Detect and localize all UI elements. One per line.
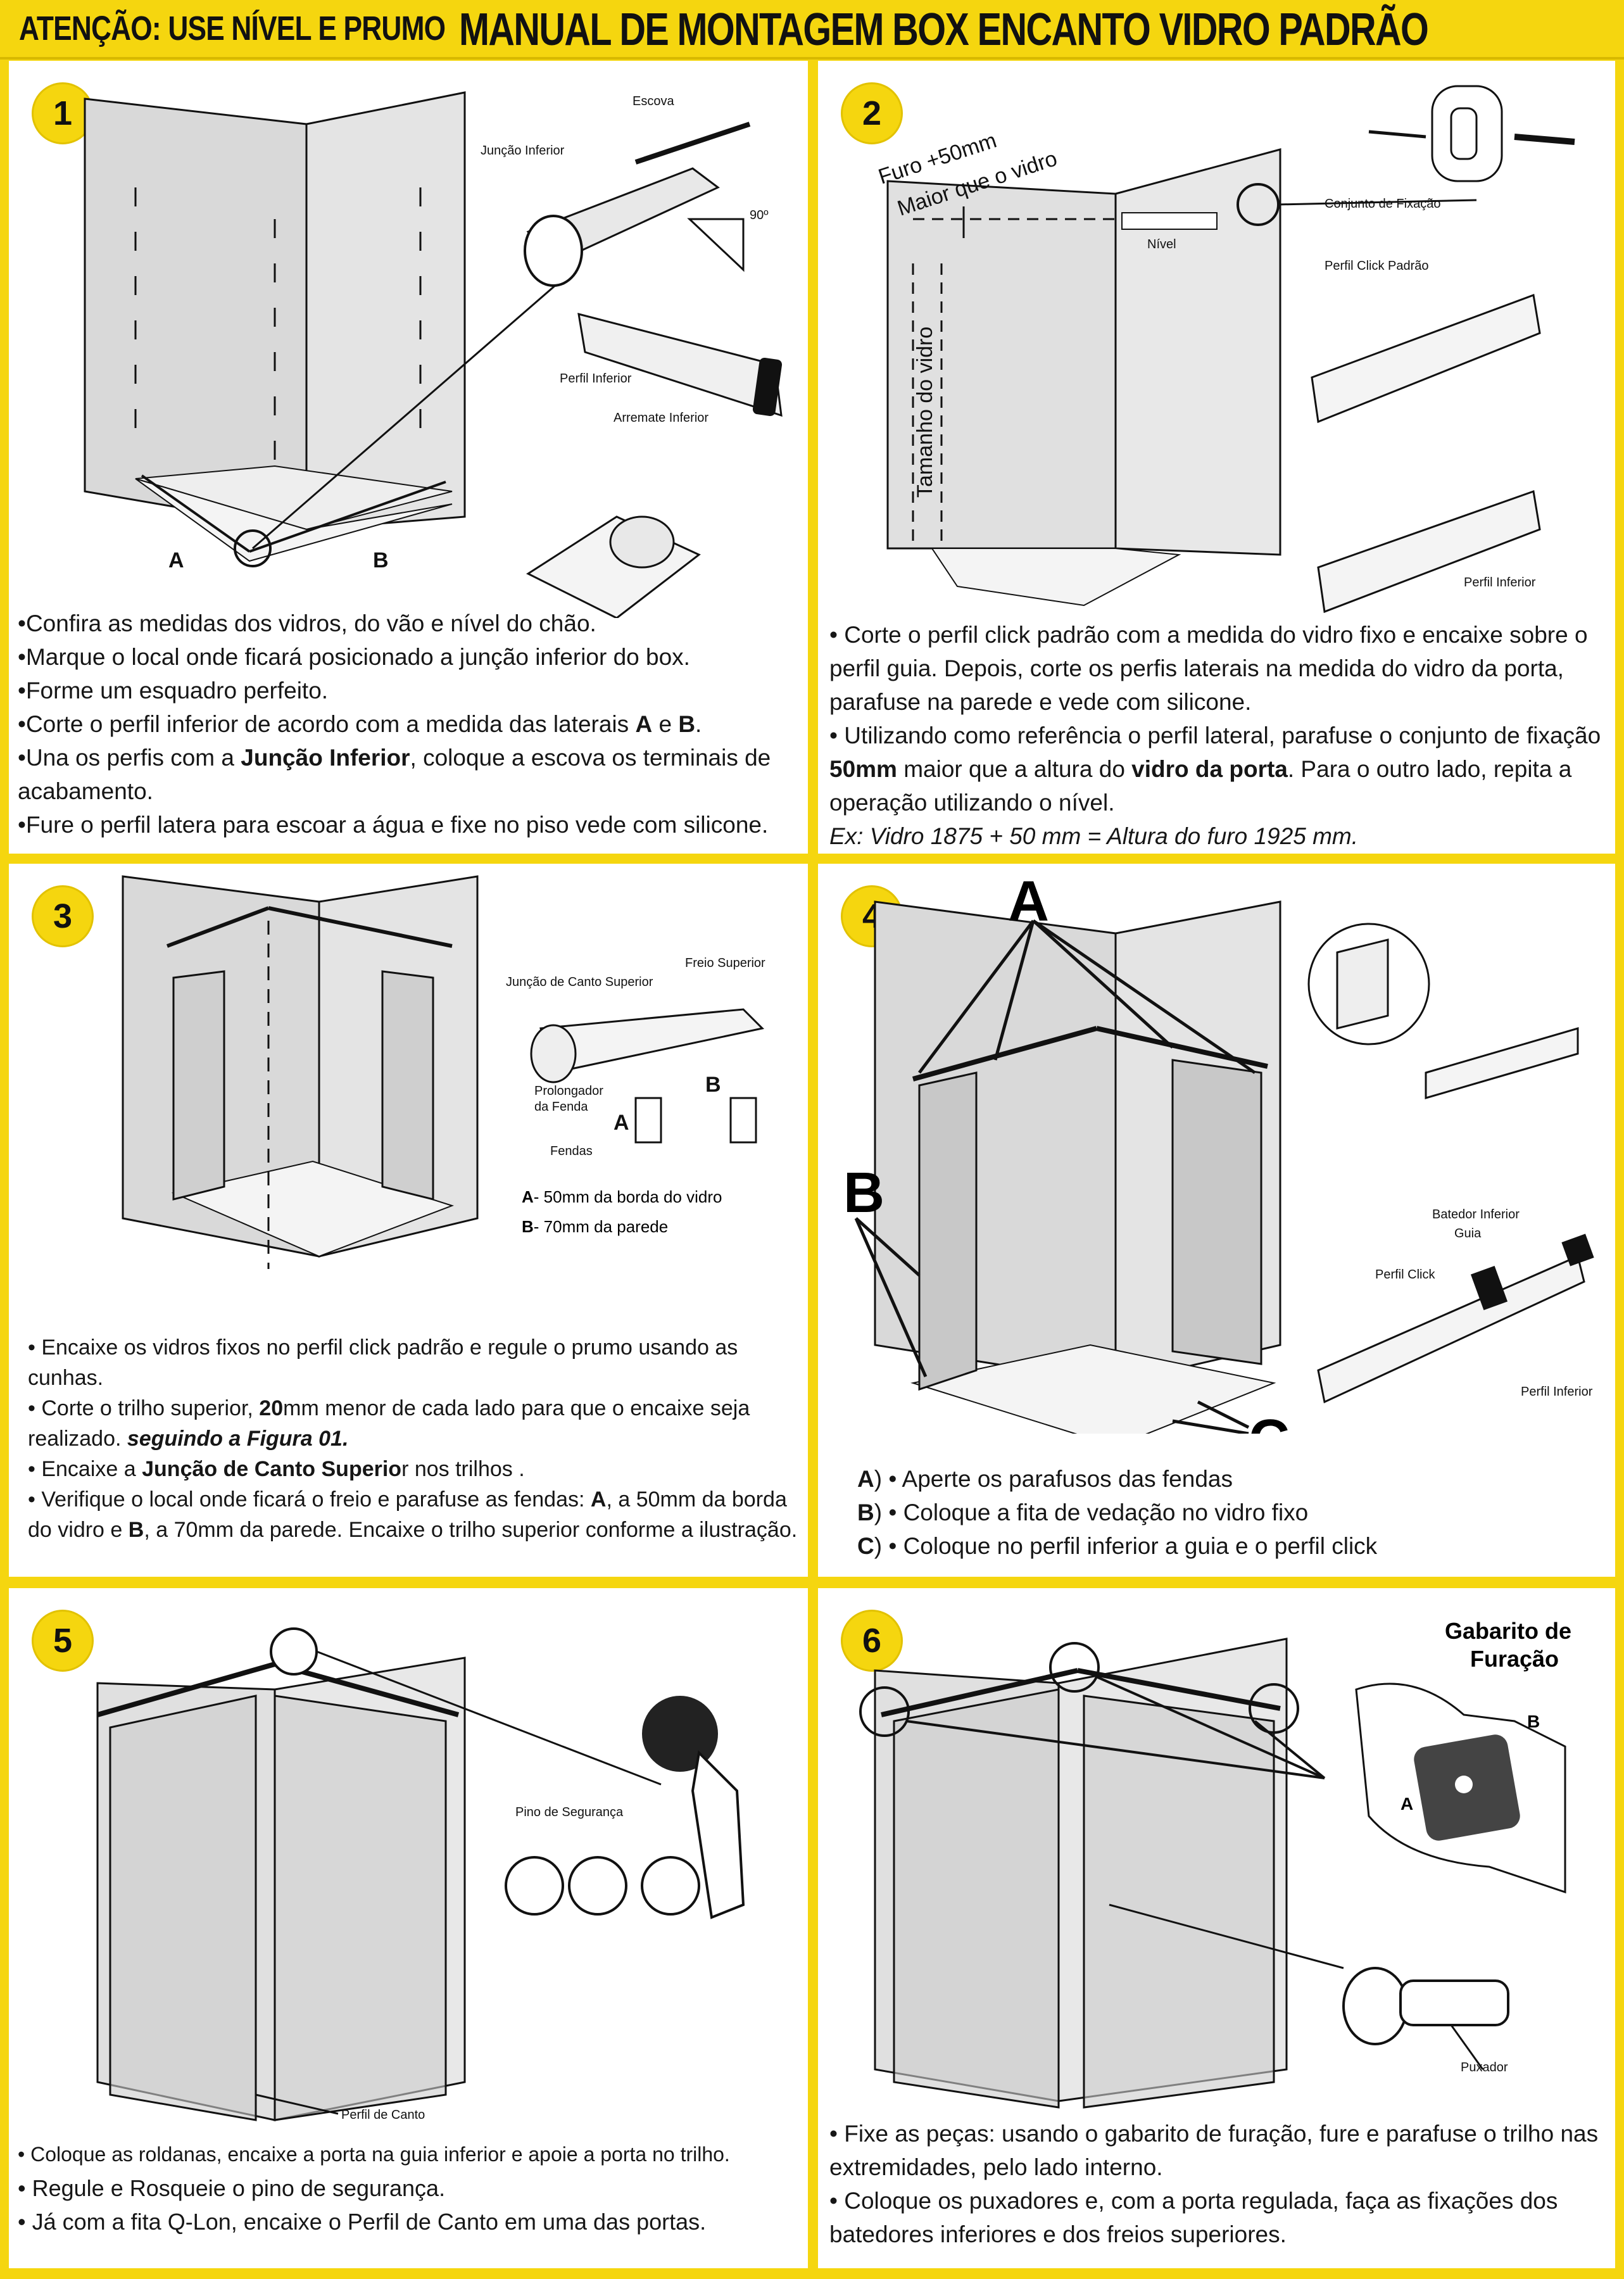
step-6-panel: 6 Gabarito de Furação A B Puxador • Fixe… — [818, 1588, 1615, 2268]
label-a: A — [1008, 870, 1049, 933]
fenda-a-note: A- 50mm da borda do vidro — [522, 1187, 722, 1206]
label-tamanho: Tamanho do vidro — [913, 327, 937, 498]
step-6-text: • Fixe as peças: usando o gabarito de fu… — [829, 2121, 1599, 2247]
label-perfil-inferior: Perfil Inferior — [1521, 1385, 1593, 1399]
step-5-illustration: Pino de Segurança Perfil de Canto — [96, 1627, 745, 2122]
step-1-text: •Confira as medidas dos vidros, do vão e… — [18, 610, 771, 838]
step-number-badge: 3 — [32, 885, 94, 947]
step-6-illustration: Gabarito de Furação A B Puxador — [859, 1618, 1571, 2109]
label-a: A — [1401, 1794, 1413, 1814]
header-bar: ATENÇÃO: USE NÍVEL E PRUMO MANUAL DE MON… — [0, 0, 1624, 60]
step-4-text: A) • Aperte os parafusos das fendas B) •… — [857, 1466, 1378, 1559]
label-perfil-canto: Perfil de Canto — [341, 2108, 425, 2122]
label-click-padrao: Perfil Click Padrão — [1325, 259, 1429, 273]
step-number-badge: 2 — [841, 82, 903, 144]
label-gabarito-2: Furação — [1470, 1646, 1559, 1672]
step-5-panel: 5 Pino de Segurança Perfil de Canto • Co… — [9, 1588, 808, 2268]
label-perfil-inferior: Perfil Inferior — [1464, 576, 1536, 590]
label-prolongador-2: da Fenda — [534, 1100, 588, 1114]
step-4-panel: 4 A B C Batedor Inferior Guia Perfil Cli… — [818, 864, 1615, 1577]
label-prolongador-1: Prolongador — [534, 1084, 603, 1098]
step-1-panel: 1 A B 90º Escova Junção Inferior Perfi — [9, 61, 808, 854]
label-b: B — [705, 1073, 721, 1097]
label-a: A — [614, 1111, 629, 1135]
label-fendas: Fendas — [550, 1144, 593, 1158]
label-batedor: Batedor Inferior — [1432, 1208, 1520, 1222]
step-number-badge: 1 — [32, 82, 94, 144]
step-4-illustration: A B C Batedor Inferior Guia Perfil Click… — [843, 870, 1594, 1434]
step-2-text: • Corte o perfil click padrão com a medi… — [829, 622, 1601, 849]
label-conjunto: Conjunto de Fixação — [1325, 197, 1440, 211]
header-warning: ATENÇÃO: USE NÍVEL E PRUMO — [19, 9, 446, 47]
label-c: C — [1249, 1408, 1290, 1434]
step-number-badge: 5 — [32, 1610, 94, 1672]
step-1-illustration: A B 90º Escova Junção Inferior Perfil In… — [84, 91, 783, 618]
label-guia: Guia — [1454, 1227, 1482, 1241]
step-2-illustration: Furo +50mm Maior que o vidro Nível Taman… — [876, 85, 1575, 614]
step-3-panel: 3 Junção de Canto Superior Freio Superio… — [9, 864, 808, 1577]
label-pino: Pino de Segurança — [515, 1805, 624, 1819]
label-juncao-canto: Junção de Canto Superior — [506, 975, 653, 989]
label-gabarito-1: Gabarito de — [1445, 1618, 1571, 1644]
label-b: B — [843, 1161, 884, 1225]
step-number-badge: 6 — [841, 1610, 903, 1672]
step-3-illustration: Junção de Canto Superior Freio Superior … — [122, 875, 765, 1269]
label-perfil-click: Perfil Click — [1375, 1268, 1435, 1282]
page-title: MANUAL DE MONTAGEM BOX ENCANTO VIDRO PAD… — [459, 4, 1429, 55]
fenda-b-note: B- 70mm da parede — [522, 1217, 668, 1236]
label-b: B — [373, 548, 389, 572]
step-5-text: • Coloque as roldanas, encaixe a porta n… — [18, 2143, 730, 2235]
label-freio: Freio Superior — [685, 956, 765, 970]
label-perfil-inferior: Perfil Inferior — [560, 372, 632, 386]
label-nivel: Nível — [1147, 237, 1176, 251]
step-2-panel: 2 Furo +50mm Maior que o vidro Nível Tam… — [818, 61, 1615, 854]
label-escova: Escova — [633, 94, 674, 108]
label-angle: 90º — [750, 208, 769, 222]
label-puxador: Puxador — [1461, 2061, 1508, 2074]
label-juncao-inferior: Junção Inferior — [481, 144, 565, 158]
label-arremate-inferior: Arremate Inferior — [614, 411, 708, 425]
label-a: A — [168, 548, 184, 572]
label-b: B — [1527, 1712, 1540, 1731]
step-3-text: • Encaixe os vidros fixos no perfil clic… — [28, 1335, 798, 1542]
